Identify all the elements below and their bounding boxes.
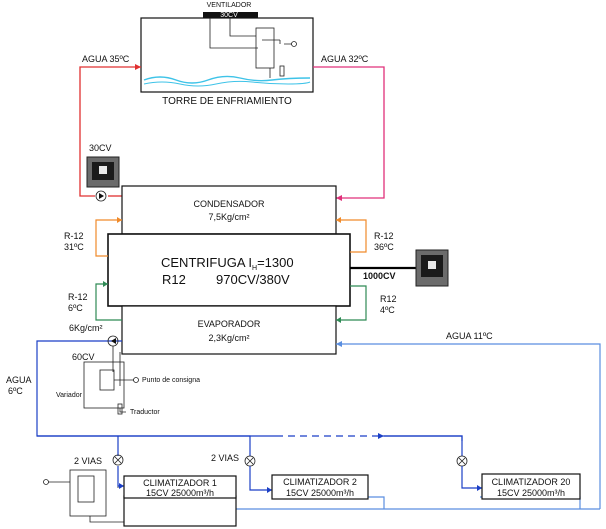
variator-box — [83, 361, 125, 409]
tower-sensor-icon — [279, 65, 285, 77]
air-handler-2-spec: 15CV 25000m³/h — [286, 488, 354, 498]
condenser-title: CONDENSADOR — [193, 199, 265, 209]
refrigerant-left-top-a: R-12 — [64, 231, 84, 241]
condenser — [121, 185, 337, 235]
hot-water-label: AGUA 35ºC — [82, 54, 130, 64]
compressor-line1: CENTRIFUGA IH=1300 — [161, 255, 294, 272]
refrigerant-right-bottom-b: 4ºC — [380, 305, 395, 315]
condenser-pressure: 7,5Kg/cm² — [208, 212, 249, 222]
cold-water-label: AGUA 32ºC — [321, 54, 369, 64]
valve-2-icon — [244, 455, 256, 467]
air-handler-20-spec: 15CV 25000m³/h — [497, 488, 565, 498]
air-handler-1-housing — [123, 495, 237, 527]
setpoint-icon — [133, 377, 139, 383]
evaporator — [121, 305, 337, 355]
air-handler-1-name: CLIMATIZADOR 1 — [143, 478, 217, 488]
chilled-supply-label-a: AGUA — [6, 375, 32, 385]
centrifugal-compressor — [107, 233, 351, 307]
fan-control-wiring — [209, 18, 258, 49]
compressor-power: 970CV/380V — [216, 272, 290, 287]
valve-1-label: 2 VIAS — [74, 456, 102, 466]
compressor-refrigerant: R12 — [162, 272, 186, 287]
air-handler-2 — [271, 474, 369, 500]
evaporator-outlet-pressure: 6Kg/cm² — [69, 323, 103, 333]
chilled-supply-pipe — [36, 340, 463, 441]
refrigerant-right-top — [336, 219, 367, 253]
evaporator-pump-power: 60CV — [72, 352, 95, 362]
condenser-pump-icon — [95, 190, 107, 202]
refrigerant-left-top-b: 31ºC — [64, 242, 84, 252]
chilled-supply-label-b: 6ºC — [8, 386, 23, 396]
refrigerant-left-bottom — [95, 283, 122, 321]
tower-setpoint-icon — [291, 41, 297, 47]
refrigerant-right-top-a: R-12 — [374, 231, 394, 241]
evaporator-pressure: 2,3Kg/cm² — [208, 333, 249, 343]
setpoint-label: Punto de consigna — [142, 377, 200, 384]
refrigerant-left-bottom-b: 6ºC — [68, 303, 83, 313]
cooling-tower — [140, 17, 314, 93]
hot-water-pipe — [79, 66, 141, 197]
unit1-controller-box — [69, 469, 107, 517]
air-handler-20 — [481, 473, 581, 500]
valve-2-label: 2 VIAS — [211, 453, 239, 463]
transducer-label: Traductor — [130, 409, 160, 416]
valve-1-icon — [112, 454, 124, 466]
refrigerant-right-bottom-a: R12 — [380, 294, 397, 304]
air-handler-1-spec: 15CV 25000m³/h — [146, 488, 214, 498]
air-handler-1 — [123, 475, 237, 499]
refrigerant-right-top-b: 36ºC — [374, 242, 394, 252]
refrigerant-right-bottom — [336, 285, 367, 321]
chilled-return-pipe — [336, 343, 601, 509]
refrigerant-left-bottom-a: R-12 — [68, 292, 88, 302]
chilled-return-label: AGUA 11ºC — [446, 331, 493, 341]
fan-power: 30CV — [220, 12, 238, 19]
unit1-setpoint-icon — [43, 479, 49, 485]
evaporator-title: EVAPORADOR — [198, 319, 261, 329]
transducer-icon — [117, 403, 123, 415]
fan-icon — [203, 12, 258, 18]
air-handler-20-name: CLIMATIZADOR 20 — [492, 477, 571, 487]
variator-label: Variador — [56, 392, 83, 399]
valve-20-icon — [456, 455, 468, 467]
tower-title: TORRE DE ENFRIAMIENTO — [162, 96, 292, 107]
condenser-pump-power: 30CV — [89, 143, 112, 153]
air-handler-2-name: CLIMATIZADOR 2 — [283, 477, 357, 487]
tower-water-icon — [143, 75, 311, 84]
cold-water-pipe — [313, 66, 385, 199]
fan-label: VENTILADOR — [207, 2, 252, 9]
refrigerant-left-top — [95, 219, 122, 257]
fan-control-box — [255, 27, 275, 69]
motor-power: 1000CV — [363, 271, 396, 281]
